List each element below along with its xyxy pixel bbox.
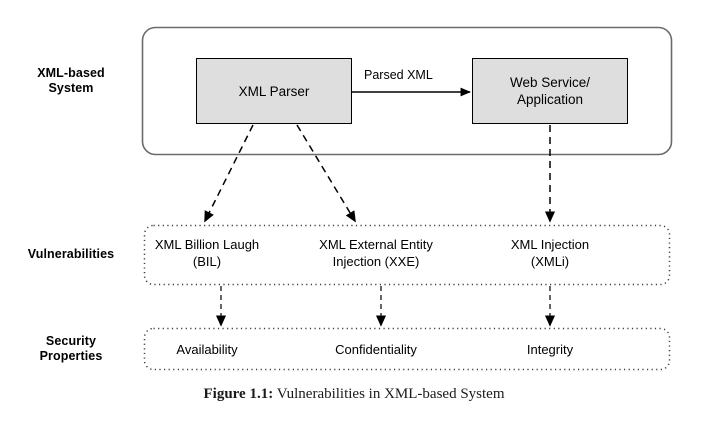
vulnerability-item-xxe[interactable]: XML External Entity Injection (XXE) [300, 236, 452, 270]
edge-label-parsed-xml: Parsed XML [364, 68, 433, 82]
figure-caption-label: Figure 1.1: [203, 386, 274, 402]
vulnerabilities-container [143, 224, 671, 286]
figure-caption-text: Vulnerabilities in XML-based System [276, 386, 505, 402]
edge-parser-to-bil [204, 124, 254, 223]
security-property-availability[interactable]: Availability [176, 342, 238, 357]
vulnerability-xmli-line1: XML Injection [510, 237, 590, 252]
node-web-service-application[interactable]: Web Service/ Application [472, 58, 628, 124]
system-container [141, 26, 673, 156]
row-label-security-properties: Security Properties [8, 334, 134, 364]
row-label-system-line1: XML-based [37, 66, 105, 80]
vulnerability-xmli-line2: (XMLi) [530, 254, 570, 269]
row-label-vulnerabilities: Vulnerabilities [27, 247, 115, 261]
vulnerability-xxe-line2: Injection (XXE) [332, 254, 420, 269]
security-properties-container [143, 327, 671, 371]
vulnerability-xxe-line1: XML External Entity [319, 237, 433, 252]
node-web-service-line1: Web Service/ [509, 75, 591, 90]
vulnerability-item-bil[interactable]: XML Billion Laugh (BIL) [148, 236, 266, 270]
vulnerability-item-xmli[interactable]: XML Injection (XMLi) [486, 236, 614, 270]
row-label-xml-based-system: XML-based System [8, 66, 134, 96]
security-property-integrity[interactable]: Integrity [526, 342, 574, 357]
row-label-security-line2: Properties [39, 349, 103, 363]
vulnerability-bil-line2: (BIL) [192, 254, 222, 269]
security-property-confidentiality[interactable]: Confidentiality [335, 342, 417, 357]
node-web-service-line2: Application [516, 92, 584, 107]
edge-parser-to-xxe [296, 124, 356, 223]
vulnerability-bil-line1: XML Billion Laugh [154, 237, 260, 252]
node-xml-parser-label: XML Parser [238, 83, 310, 99]
row-label-security-line1: Security [45, 334, 97, 348]
node-web-service-label: Web Service/ Application [510, 74, 590, 108]
row-label-system-line2: System [48, 81, 94, 95]
node-xml-parser[interactable]: XML Parser [196, 58, 352, 124]
figure-caption: Figure 1.1: Vulnerabilities in XML-based… [0, 386, 708, 403]
